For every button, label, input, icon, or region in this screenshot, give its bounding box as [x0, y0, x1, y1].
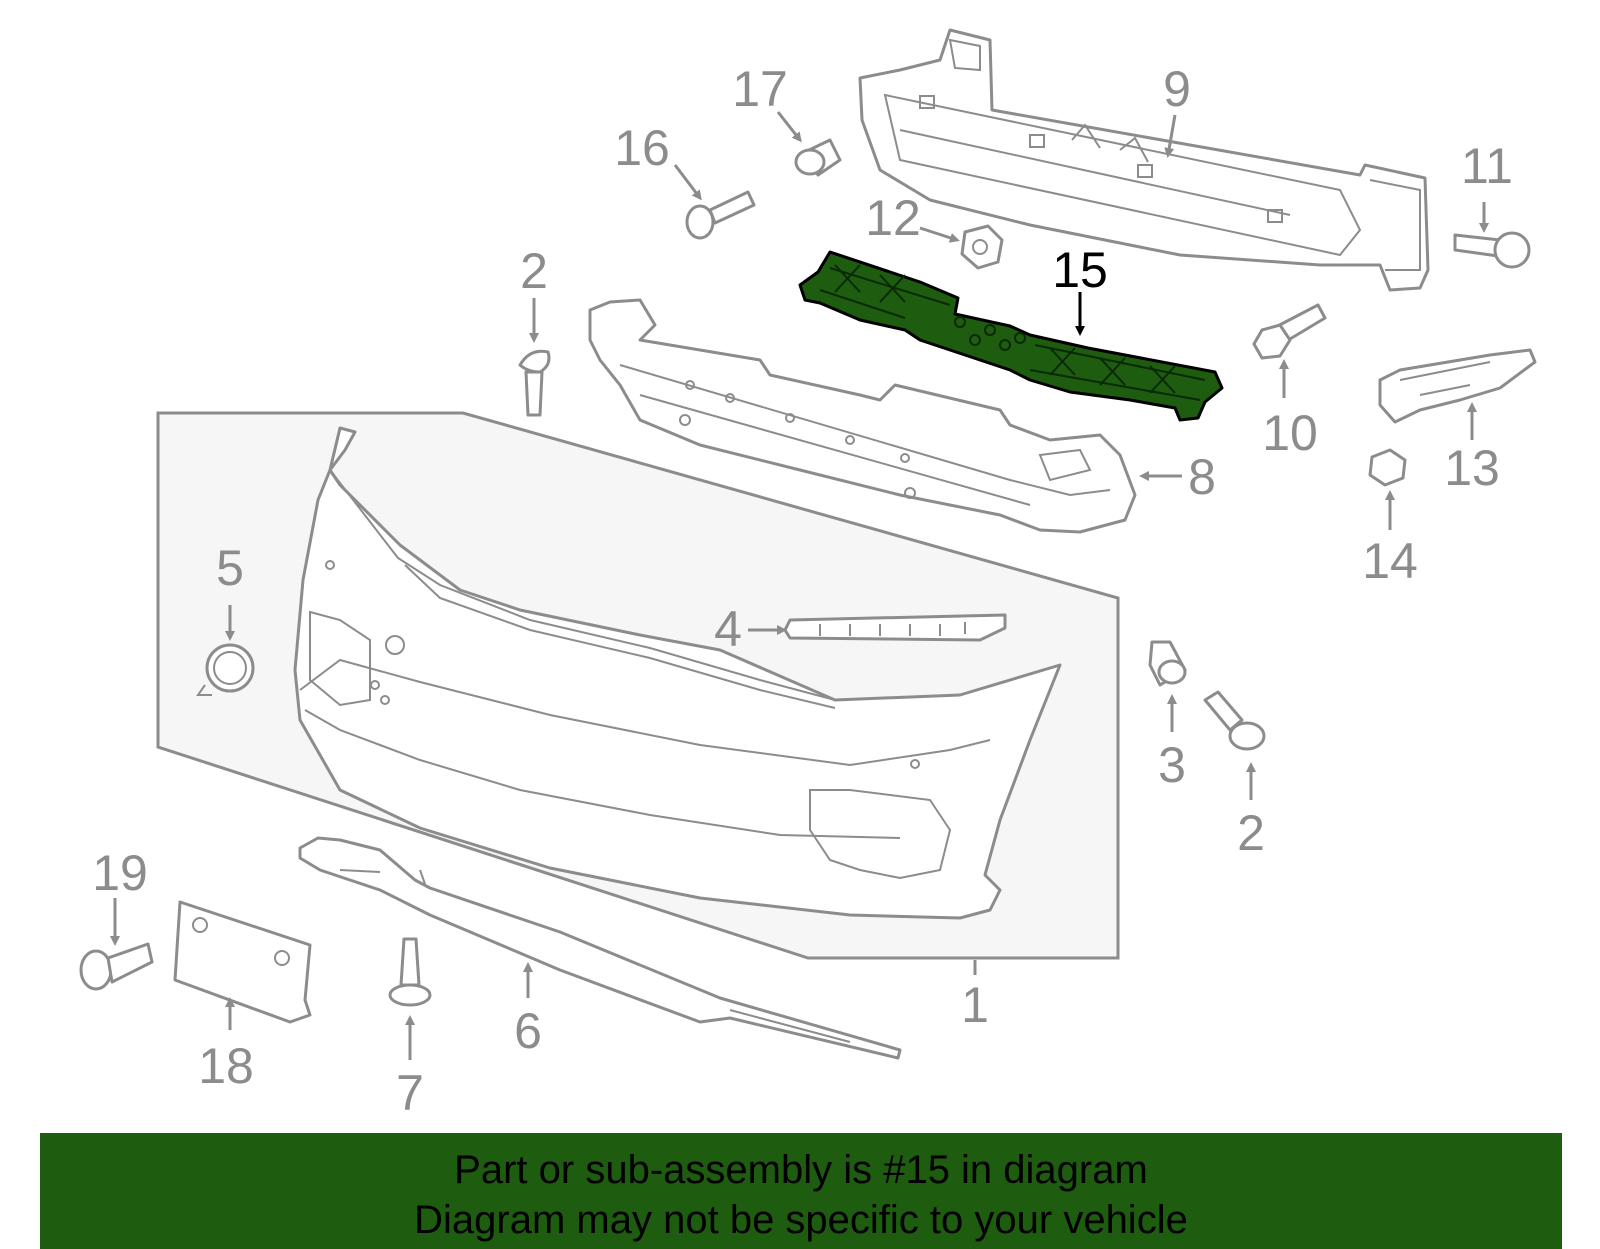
part-4-trim-strip[interactable]	[783, 613, 1007, 642]
callout-11: 11	[1461, 138, 1513, 194]
callout-15: 15	[1052, 242, 1108, 298]
leader-17	[776, 111, 802, 143]
part-2-screw-top[interactable]	[518, 349, 551, 417]
part-19-push-pin[interactable]	[79, 942, 154, 991]
callout-14: 14	[1362, 533, 1418, 589]
callout-9: 9	[1163, 61, 1191, 117]
callout-4: 4	[714, 601, 742, 657]
callout-16: 16	[614, 120, 670, 176]
part-9-impact-bar[interactable]	[858, 28, 1430, 292]
part-16-bolt[interactable]	[685, 190, 756, 240]
leader-16	[673, 164, 702, 201]
part-6-deflector[interactable]	[298, 836, 902, 1060]
callout-6: 6	[514, 1003, 542, 1059]
callout-18: 18	[198, 1038, 254, 1094]
leader-12	[919, 226, 960, 243]
callout-2-top: 2	[520, 243, 548, 299]
part-10-bolt[interactable]	[1252, 303, 1327, 360]
part-14-nut[interactable]	[1368, 448, 1407, 487]
part-17-clip[interactable]	[794, 138, 842, 177]
part-1-bumper-cover[interactable]	[293, 426, 1062, 920]
part-11-bolt[interactable]	[1453, 231, 1531, 269]
callout-19: 19	[92, 845, 148, 901]
part-12-nut[interactable]	[960, 224, 1004, 270]
banner-line-1: Part or sub-assembly is #15 in diagram	[454, 1148, 1148, 1192]
part-3-nut[interactable]	[1148, 640, 1187, 687]
part-8-energy-absorber[interactable]	[588, 298, 1137, 534]
part-13-bracket[interactable]	[1378, 348, 1537, 424]
callout-1: 1	[961, 977, 989, 1033]
callout-7: 7	[396, 1065, 424, 1121]
callout-13: 13	[1444, 440, 1500, 496]
banner-line-2: Diagram may not be specific to your vehi…	[414, 1198, 1188, 1242]
callout-3: 3	[1158, 737, 1186, 793]
part-2-screw-right[interactable]	[1203, 690, 1266, 751]
part-5-cap[interactable]	[196, 643, 255, 696]
part-7-screw[interactable]	[388, 937, 432, 1007]
callout-2-right: 2	[1237, 805, 1265, 861]
info-banner: Part or sub-assembly is #15 in diagram D…	[40, 1133, 1562, 1249]
callout-10: 10	[1262, 405, 1318, 461]
leader-9	[1164, 114, 1177, 158]
callout-12: 12	[865, 190, 921, 246]
part-15-highlighted[interactable]	[798, 250, 1224, 422]
callout-8: 8	[1188, 449, 1216, 505]
callout-17: 17	[732, 61, 788, 117]
part-18-plate-bracket[interactable]	[173, 900, 312, 1024]
callout-5: 5	[216, 540, 244, 596]
